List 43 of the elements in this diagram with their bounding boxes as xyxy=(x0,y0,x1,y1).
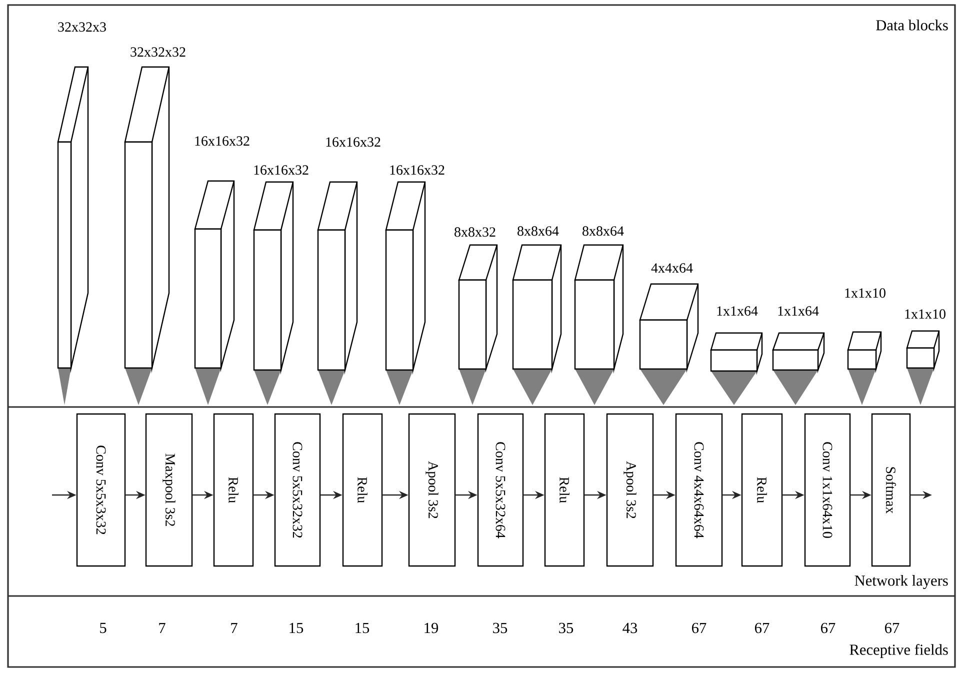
receptive-field-value: 35 xyxy=(493,622,508,634)
layer-box: Relu xyxy=(342,413,383,567)
layer-box: Relu xyxy=(213,413,254,567)
layer-box: Softmax xyxy=(871,413,911,567)
size-label: 1x1x10 xyxy=(905,309,946,319)
layer-box: Apool 3s2 xyxy=(408,413,456,567)
layer-box: Maxpool 3s2 xyxy=(145,413,193,567)
section-title: Network layers xyxy=(854,575,948,589)
size-label: 8x8x64 xyxy=(582,226,624,236)
receptive-field-value: 15 xyxy=(356,622,370,634)
receptive-field-value: 19 xyxy=(424,622,438,634)
size-label: 1x1x10 xyxy=(845,288,886,298)
layer-box: Conv 1x1x64x10 xyxy=(804,413,851,567)
size-label: 16x16x32 xyxy=(390,165,444,175)
receptive-field-value: 5 xyxy=(100,622,106,634)
layer-box: Apool 3s2 xyxy=(606,413,654,567)
size-label: 16x16x32 xyxy=(326,137,380,147)
size-label: 32x32x32 xyxy=(130,47,186,57)
receptive-field-value: 7 xyxy=(159,622,166,634)
receptive-field-value: 43 xyxy=(622,622,638,634)
size-label: 8x8x64 xyxy=(518,226,559,236)
size-label: 1x1x64 xyxy=(778,306,819,316)
receptive-field-value: 67 xyxy=(754,622,770,634)
layer-box: Relu xyxy=(544,413,585,567)
section-title: Receptive fields xyxy=(850,644,948,658)
receptive-field-value: 7 xyxy=(231,622,238,634)
size-label: 16x16x32 xyxy=(195,136,250,146)
layer-box: Conv 5x5x3x32 xyxy=(76,413,126,567)
receptive-field-value: 67 xyxy=(884,622,900,634)
size-label: 16x16x32 xyxy=(254,165,308,175)
size-label: 32x32x3 xyxy=(58,22,106,32)
receptive-field-value: 35 xyxy=(559,622,574,634)
receptive-field-value: 67 xyxy=(820,622,836,634)
receptive-field-value: 67 xyxy=(692,622,706,634)
layer-box: Conv 4x4x64x64 xyxy=(675,413,723,567)
layer-box: Conv 5x5x32x32 xyxy=(274,413,321,567)
size-label: 8x8x32 xyxy=(454,227,496,237)
section-title: Data blocks xyxy=(876,20,948,30)
receptive-field-value: 15 xyxy=(290,622,304,634)
layer-box: Conv 5x5x32x64 xyxy=(477,413,524,567)
layer-box: Relu xyxy=(741,413,783,567)
size-label: 4x4x64 xyxy=(651,263,693,273)
size-label: 1x1x64 xyxy=(717,306,758,316)
